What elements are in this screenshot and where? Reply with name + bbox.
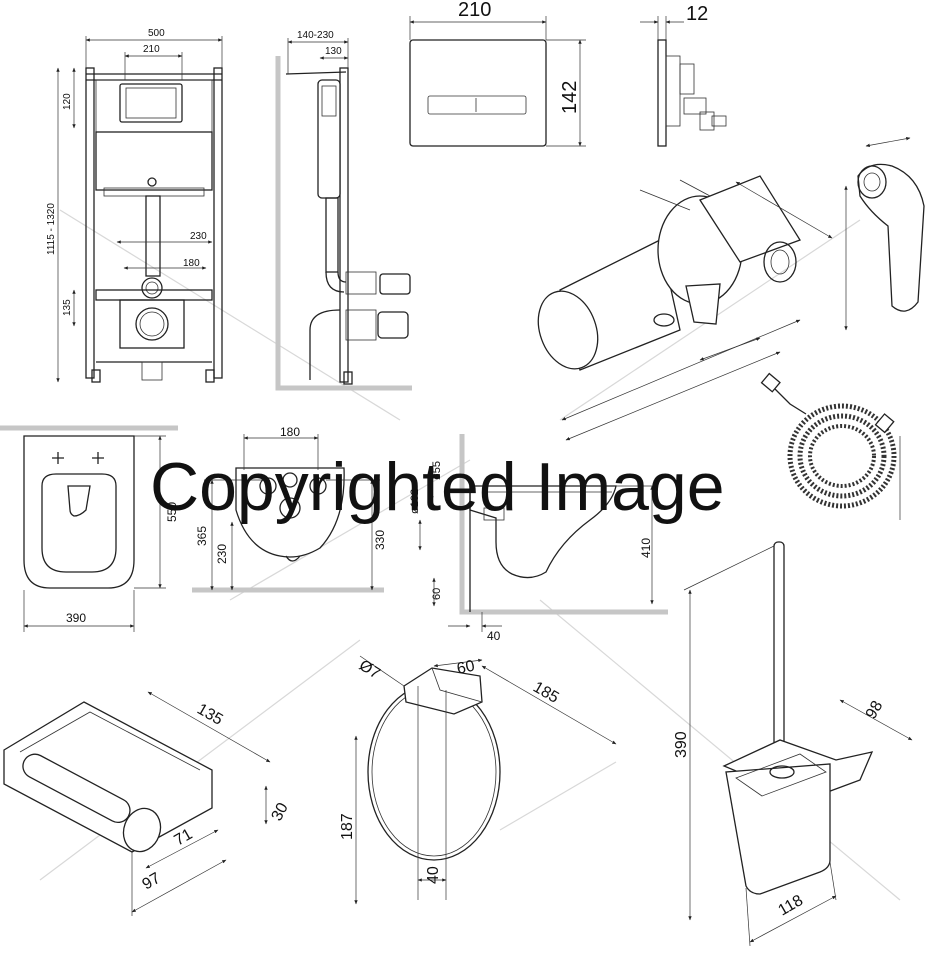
bowl-side-outlet: ø102 bbox=[409, 489, 421, 514]
flush-button-front: 210 142 bbox=[409, 0, 586, 147]
frame-height-top: 120 bbox=[62, 93, 73, 110]
frame-width-inner: 210 bbox=[143, 44, 160, 55]
bowl-top-view: 550 390 bbox=[23, 435, 179, 632]
towel-ring-width: 40 bbox=[425, 866, 442, 884]
frame-height-range: 1115 - 1320 bbox=[46, 203, 57, 255]
paper-holder-drawing: 135 30 71 97 bbox=[3, 691, 292, 916]
frame-side-depth-range: 140-230 bbox=[297, 30, 334, 41]
brush-holder-height: 390 bbox=[673, 731, 690, 758]
frame-width-total: 500 bbox=[148, 28, 165, 39]
paper-holder-outer: 97 bbox=[140, 870, 164, 894]
bowl-side-inlet: ø55 bbox=[431, 461, 443, 480]
brush-holder-width: 118 bbox=[776, 892, 807, 920]
brush-holder-drawing: 390 98 118 bbox=[673, 541, 913, 947]
shower-mixer-drawing bbox=[537, 175, 833, 441]
bowl-front-view: 180 365 230 330 bbox=[195, 425, 387, 591]
copyright-watermark: Copyrighted Image bbox=[150, 449, 725, 525]
button-height: 142 bbox=[559, 81, 581, 114]
bowl-length: 550 bbox=[165, 502, 179, 522]
towel-ring-depth: 185 bbox=[530, 679, 562, 707]
brush-holder-depth: 98 bbox=[863, 698, 887, 722]
installation-frame-front: 500 210 1115 - 1320 120 230 180 135 bbox=[46, 28, 223, 383]
towel-ring-plate: 60 bbox=[455, 658, 476, 678]
button-thickness: 12 bbox=[686, 3, 708, 25]
bowl-side-d40: 40 bbox=[487, 629, 501, 643]
paper-holder-length: 135 bbox=[194, 701, 226, 729]
paper-holder-inner: 71 bbox=[172, 826, 196, 850]
bowl-front-h2: 230 bbox=[215, 544, 229, 564]
hand-shower-drawing bbox=[844, 137, 925, 331]
towel-ring-drawing: Ø7 60 185 187 40 bbox=[339, 655, 617, 905]
bowl-side-d60: 60 bbox=[431, 588, 443, 600]
bowl-width: 390 bbox=[66, 611, 86, 625]
paper-holder-depth: 30 bbox=[269, 800, 292, 824]
button-width: 210 bbox=[458, 0, 491, 21]
frame-dim-135: 135 bbox=[62, 299, 73, 316]
bowl-side-height: 410 bbox=[639, 538, 653, 558]
bowl-front-h1: 365 bbox=[195, 526, 209, 546]
frame-dim-180: 180 bbox=[183, 258, 200, 269]
towel-ring-rod: Ø7 bbox=[356, 657, 383, 683]
towel-ring-height: 187 bbox=[339, 813, 356, 840]
installation-frame-side: 140-230 130 bbox=[275, 30, 412, 391]
bowl-front-spacing: 180 bbox=[280, 425, 300, 439]
frame-dim-230: 230 bbox=[190, 231, 207, 242]
frame-side-depth: 130 bbox=[325, 46, 342, 57]
bowl-front-h3: 330 bbox=[373, 530, 387, 550]
bowl-side-view: ø102 ø55 410 60 40 bbox=[409, 461, 658, 643]
grey-brackets bbox=[0, 425, 668, 615]
shower-hose-drawing bbox=[760, 372, 901, 520]
flush-button-side: 12 bbox=[640, 3, 727, 147]
